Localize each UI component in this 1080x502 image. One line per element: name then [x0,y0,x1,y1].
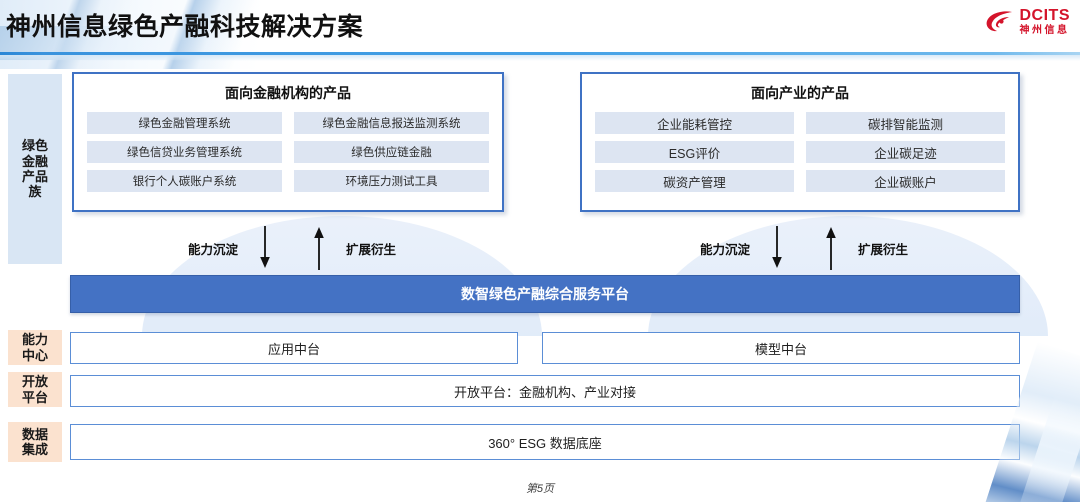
product-item[interactable]: 企业碳足迹 [806,141,1005,163]
sidebar-item-open-platform[interactable]: 开放平台 [8,372,62,407]
arrow-up-icon [314,227,324,270]
product-item[interactable]: 银行个人碳账户系统 [87,170,282,192]
product-box-title: 面向金融机构的产品 [225,85,351,101]
sidebar-label-green-product-family: 绿色金融产品族 [21,138,48,200]
header-divider-line [0,52,1080,55]
platform-bar-label: 数智绿色产融综合服务平台 [461,286,629,302]
product-item[interactable]: 碳排智能监测 [806,112,1005,134]
product-item[interactable]: 碳资产管理 [595,170,794,192]
logo-subtitle: 神州信息 [1019,25,1070,36]
row-app-middle-office[interactable]: 应用中台 [70,332,518,364]
product-item[interactable]: 绿色金融管理系统 [87,112,282,134]
product-box-title: 面向产业的产品 [751,85,849,101]
arrow-up-icon [826,227,836,270]
flow-group-left: 能力沉淀 扩展衍生 [188,226,396,270]
product-item-grid: 企业能耗管控 碳排智能监测 ESG评价 企业碳足迹 碳资产管理 企业碳账户 [582,103,1018,192]
flow-label-capability-precipitation: 能力沉淀 [700,242,751,257]
product-item[interactable]: 企业能耗管控 [595,112,794,134]
flow-label-capability-precipitation: 能力沉淀 [188,242,239,257]
dcits-logo: DCITS 神州信息 [985,8,1071,36]
flow-label-expansion-derivation: 扩展衍生 [858,242,909,257]
arrow-down-icon [260,226,270,268]
row-label: 应用中台 [267,341,320,357]
sidebar-label-capability-center: 能力中心 [21,332,48,363]
header-divider-glow [0,55,1080,61]
dcits-swoosh-icon [986,11,1012,32]
row-label: 开放平台：金融机构、产业对接 [453,384,636,400]
product-item[interactable]: 绿色金融信息报送监测系统 [294,112,489,134]
product-box-industry: 面向产业的产品 企业能耗管控 碳排智能监测 ESG评价 企业碳足迹 碳资产管理 … [580,72,1020,212]
sidebar-item-data-integration[interactable]: 数据集成 [8,422,62,462]
row-open-platform[interactable]: 开放平台：金融机构、产业对接 [70,375,1020,407]
flow-label-expansion-derivation: 扩展衍生 [346,242,397,257]
corner-decoration [978,341,1080,502]
sidebar-label-open-platform: 开放平台 [21,374,48,405]
row-label: 360° ESG 数据底座 [488,435,602,451]
sidebar-label-data-integration: 数据集成 [21,426,48,457]
logo-name: DCITS [1019,7,1070,24]
product-item[interactable]: 企业碳账户 [806,170,1005,192]
product-item[interactable]: 环境压力测试工具 [294,170,489,192]
product-item[interactable]: 绿色供应链金融 [294,141,489,163]
product-box-financial-institutions: 面向金融机构的产品 绿色金融管理系统 绿色金融信息报送监测系统 绿色信贷业务管理… [72,72,504,212]
row-label: 模型中台 [754,341,807,357]
page-title: 神州信息绿色产融科技解决方案 [6,13,364,41]
logo-text-block: DCITS 神州信息 [1020,8,1071,36]
flow-group-right: 能力沉淀 扩展衍生 [700,226,908,270]
page-number-footer: 第5页 [525,483,555,495]
product-item[interactable]: ESG评价 [595,141,794,163]
product-item-grid: 绿色金融管理系统 绿色金融信息报送监测系统 绿色信贷业务管理系统 绿色供应链金融… [74,103,502,192]
product-item[interactable]: 绿色信贷业务管理系统 [87,141,282,163]
platform-bar[interactable]: 数智绿色产融综合服务平台 [70,275,1020,313]
row-data-base[interactable]: 360° ESG 数据底座 [70,424,1020,460]
sidebar-item-green-product-family[interactable]: 绿色金融产品族 [8,74,62,264]
arrow-down-icon [772,226,782,268]
row-model-middle-office[interactable]: 模型中台 [542,332,1020,364]
sidebar-item-capability-center[interactable]: 能力中心 [8,330,62,365]
